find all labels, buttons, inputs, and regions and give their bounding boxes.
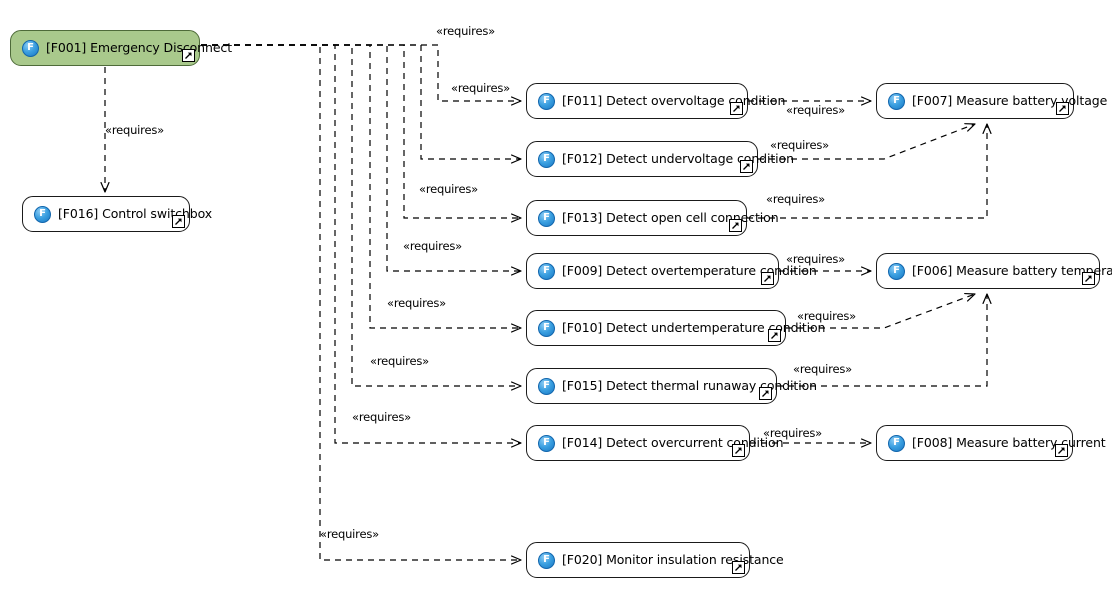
open-sub-diagram-icon[interactable] — [732, 444, 745, 457]
function-icon — [888, 434, 905, 452]
node-f006[interactable]: [F006] Measure battery temperature — [876, 253, 1112, 289]
node-label: [F009] Detect overtemperature condition — [562, 262, 817, 278]
edge-label-f001-f014: «requires» — [352, 410, 411, 424]
open-sub-diagram-icon[interactable] — [1056, 102, 1069, 115]
node-f009[interactable]: [F009] Detect overtemperature condition — [526, 253, 817, 289]
edge-f001-f014 — [201, 44, 521, 443]
edge-label-f001-f015: «requires» — [370, 354, 429, 368]
open-sub-diagram-icon[interactable] — [172, 215, 185, 228]
node-f008[interactable]: [F008] Measure battery current — [876, 425, 1106, 461]
function-icon — [538, 551, 555, 569]
function-icon — [888, 262, 905, 280]
edge-label-f010-f006: «requires» — [797, 309, 856, 323]
node-f007[interactable]: [F007] Measure battery voltage — [876, 83, 1107, 119]
function-icon — [538, 92, 555, 110]
edge-label-f001-f009: «requires» — [403, 239, 462, 253]
node-label: [F010] Detect undertemperature condition — [562, 319, 826, 335]
function-icon — [538, 377, 555, 395]
function-icon — [888, 92, 905, 110]
node-label: [F012] Detect undervoltage condition — [562, 150, 794, 166]
open-sub-diagram-icon[interactable] — [759, 387, 772, 400]
open-sub-diagram-icon[interactable] — [730, 102, 743, 115]
edge-label-f001-f020: «requires» — [320, 527, 379, 541]
node-f014[interactable]: [F014] Detect overcurrent condition — [526, 425, 783, 461]
function-icon — [538, 319, 555, 337]
open-sub-diagram-icon[interactable] — [768, 329, 781, 342]
open-sub-diagram-icon[interactable] — [740, 160, 753, 173]
node-label: [F016] Control switchbox — [58, 205, 213, 221]
edge-label-f001-f010: «requires» — [387, 296, 446, 310]
function-icon — [538, 434, 555, 452]
open-sub-diagram-icon[interactable] — [1082, 272, 1095, 285]
node-label: [F020] Monitor insulation resistance — [562, 551, 784, 567]
function-icon — [538, 209, 555, 227]
function-icon — [22, 39, 39, 57]
edge-f001-f020 — [201, 44, 521, 560]
edge-label-f012-f007: «requires» — [770, 138, 829, 152]
edge-label-f013-f007: «requires» — [766, 192, 825, 206]
open-sub-diagram-icon[interactable] — [729, 219, 742, 232]
edge-label-f001-f011: «requires» — [451, 81, 510, 95]
edge-label-f001-f016: «requires» — [105, 123, 164, 137]
node-label: [F006] Measure battery temperature — [912, 262, 1112, 278]
edge-f001-f012 — [201, 44, 521, 159]
function-icon — [538, 262, 555, 280]
node-f020[interactable]: [F020] Monitor insulation resistance — [526, 542, 784, 578]
open-sub-diagram-icon[interactable] — [732, 561, 745, 574]
edge-f001-f015 — [201, 44, 521, 386]
function-icon — [538, 150, 555, 168]
node-label: [F014] Detect overcurrent condition — [562, 434, 784, 450]
node-label: [F007] Measure battery voltage — [912, 92, 1108, 108]
edge-label-f001-f013: «requires» — [419, 182, 478, 196]
node-f011[interactable]: [F011] Detect overvoltage condition — [526, 83, 785, 119]
node-label: [F011] Detect overvoltage condition — [562, 92, 786, 108]
edge-label-f015-f006: «requires» — [793, 362, 852, 376]
edge-label-f014-f008: «requires» — [763, 426, 822, 440]
edge-label-f011-f007: «requires» — [786, 103, 845, 117]
edge-label-f009-f006: «requires» — [786, 252, 845, 266]
node-f013[interactable]: [F013] Detect open cell connection — [526, 200, 779, 236]
node-f010[interactable]: [F010] Detect undertemperature condition — [526, 310, 825, 346]
node-label: [F008] Measure battery current — [912, 434, 1106, 450]
node-label: [F015] Detect thermal runaway condition — [562, 377, 817, 393]
edge-f001-f009 — [201, 44, 521, 271]
node-f016[interactable]: [F016] Control switchbox — [22, 196, 212, 232]
function-icon — [34, 205, 51, 223]
open-sub-diagram-icon[interactable] — [761, 272, 774, 285]
open-sub-diagram-icon[interactable] — [182, 49, 195, 62]
node-f015[interactable]: [F015] Detect thermal runaway condition — [526, 368, 817, 404]
node-label: [F013] Detect open cell connection — [562, 209, 779, 225]
edge-label-f001-f011-top: «requires» — [436, 24, 495, 38]
node-f001[interactable]: [F001] Emergency Disconnect — [10, 30, 232, 66]
node-f012[interactable]: [F012] Detect undervoltage condition — [526, 141, 794, 177]
open-sub-diagram-icon[interactable] — [1055, 444, 1068, 457]
node-label: [F001] Emergency Disconnect — [46, 39, 232, 55]
